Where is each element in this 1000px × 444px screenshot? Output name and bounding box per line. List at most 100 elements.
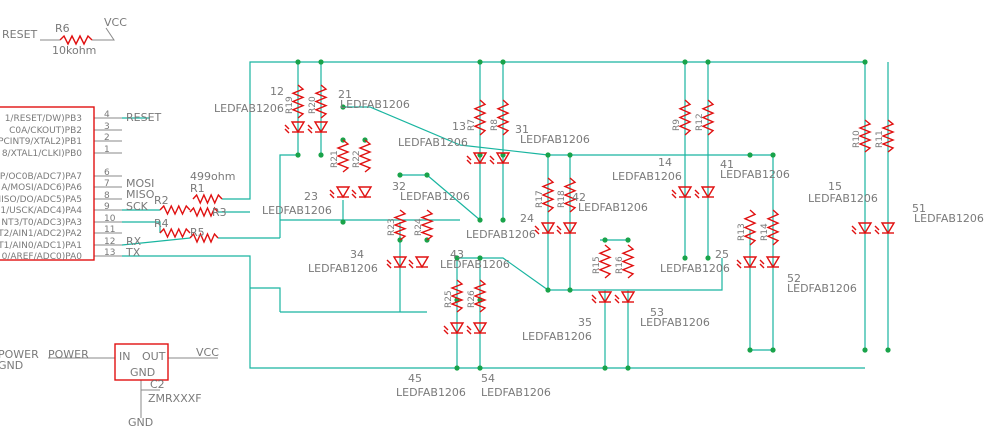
junction-dot	[682, 59, 688, 65]
resistor-label: R23	[387, 218, 397, 236]
led-41[interactable]	[694, 186, 716, 199]
led-31[interactable]	[489, 152, 511, 165]
resistor-r5[interactable]	[189, 232, 219, 244]
led-32[interactable]	[351, 186, 373, 199]
resistor-r25[interactable]: R25	[444, 279, 464, 313]
led-arrow	[466, 329, 472, 335]
resistor-r20[interactable]: R20	[308, 84, 328, 119]
resistor-r9[interactable]: R9	[672, 99, 692, 136]
voltage-regulator[interactable]	[114, 343, 169, 381]
junction-dot	[885, 347, 891, 353]
net-label-sck: SCK	[126, 200, 149, 213]
led-arrow	[851, 229, 857, 235]
led-number: 13	[452, 120, 466, 133]
resistor-r12[interactable]: R12	[695, 99, 715, 136]
resistor-r6[interactable]	[59, 34, 93, 46]
resistor-zigzag	[541, 177, 555, 213]
led-triangle	[677, 186, 693, 199]
led-arrow	[284, 124, 290, 130]
resistor-r21[interactable]: R21	[330, 139, 350, 173]
resistor-r16[interactable]: R16	[615, 244, 635, 279]
led-34[interactable]	[386, 256, 408, 269]
led-43[interactable]	[408, 256, 430, 269]
wire	[105, 27, 115, 41]
resistor-r1[interactable]	[192, 193, 223, 205]
led-14[interactable]	[671, 186, 693, 199]
led-arrow	[284, 128, 290, 134]
mcu-pin-number: 2	[104, 133, 110, 143]
led-arrow	[736, 263, 742, 269]
led-arrow	[386, 259, 392, 265]
resistor-r4[interactable]	[159, 227, 191, 239]
resistor-r8[interactable]: R8	[490, 99, 510, 136]
mcu-pin-number: 3	[104, 122, 110, 132]
led-53[interactable]	[614, 291, 636, 304]
led-number: 34	[350, 248, 364, 261]
resistor-label: R16	[615, 256, 625, 274]
capacitor-name: C2	[150, 378, 165, 391]
resistor-zigzag	[473, 99, 487, 136]
net-wire	[749, 230, 773, 351]
resistor-r17[interactable]: R17	[535, 177, 555, 213]
resistor-r2[interactable]	[159, 204, 191, 216]
resistor-zigzag	[598, 244, 612, 279]
led-arrow	[534, 229, 540, 235]
resistor-r26[interactable]: R26	[467, 279, 487, 313]
led-number: 12	[270, 85, 284, 98]
mcu-pin-number: 1	[104, 145, 110, 155]
net-label-tx: TX	[125, 246, 141, 259]
junction-dot	[625, 365, 631, 371]
resistor-r22[interactable]: R22	[352, 139, 372, 173]
led-51[interactable]	[874, 222, 896, 235]
resistor-r19[interactable]: R19	[285, 84, 305, 119]
led-21[interactable]	[307, 121, 329, 134]
mcu-chip[interactable]	[0, 106, 95, 261]
led-25[interactable]	[736, 256, 758, 269]
led-triangle	[414, 256, 430, 269]
junction-dot	[705, 255, 711, 261]
resistor-r23[interactable]: R23	[387, 209, 407, 241]
led-part-name: LEDFAB1206	[308, 262, 378, 275]
resistor-r10[interactable]: R10	[852, 119, 872, 153]
resistor-r7[interactable]: R7	[467, 99, 487, 136]
led-24[interactable]	[534, 222, 556, 235]
junction-dot	[545, 152, 551, 158]
led-part-name: LEDFAB1206	[440, 258, 510, 271]
resistor-label: R7	[467, 119, 477, 131]
led-number: 14	[658, 156, 672, 169]
led-arrow	[694, 189, 700, 195]
capacitor-value: ZMRXXXF	[148, 392, 202, 405]
mcu-pin-name: 0/AREF/ADC0)PA0	[2, 252, 83, 262]
resistor-r24[interactable]: R24	[414, 209, 434, 241]
net-label-rx: RX	[126, 235, 142, 248]
led-35[interactable]	[591, 291, 613, 304]
led-12[interactable]	[284, 121, 306, 134]
led-triangle	[562, 222, 578, 235]
resistor-label: R24	[414, 218, 424, 236]
led-45[interactable]	[443, 322, 465, 335]
resistor-zigzag	[621, 244, 635, 279]
led-23[interactable]	[329, 186, 351, 199]
resistor-r3[interactable]	[189, 206, 219, 218]
led-13[interactable]	[466, 152, 488, 165]
resistor-r15[interactable]: R15	[592, 244, 612, 279]
led-54[interactable]	[466, 322, 488, 335]
led-52[interactable]	[759, 256, 781, 269]
led-15[interactable]	[851, 222, 873, 235]
led-part-name: LEDFAB1206	[400, 190, 470, 203]
led-number: 32	[392, 180, 406, 193]
led-arrow	[556, 225, 562, 231]
resistor-r13[interactable]: R13	[737, 209, 757, 246]
resistor-r11[interactable]: R11	[875, 119, 895, 153]
led-42[interactable]	[556, 222, 578, 235]
led-triangle	[290, 121, 306, 134]
led-arrow	[408, 263, 414, 269]
junction-dot	[747, 347, 753, 353]
mcu-pin-number: 13	[104, 248, 115, 258]
resistor-zigzag	[291, 84, 305, 119]
resistor-r18[interactable]: R18	[557, 177, 577, 213]
mcu-pin-name: P/OC0B/ADC7)PA7	[0, 172, 82, 182]
resistor-label: R12	[695, 113, 705, 131]
resistor-r14[interactable]: R14	[760, 209, 780, 246]
